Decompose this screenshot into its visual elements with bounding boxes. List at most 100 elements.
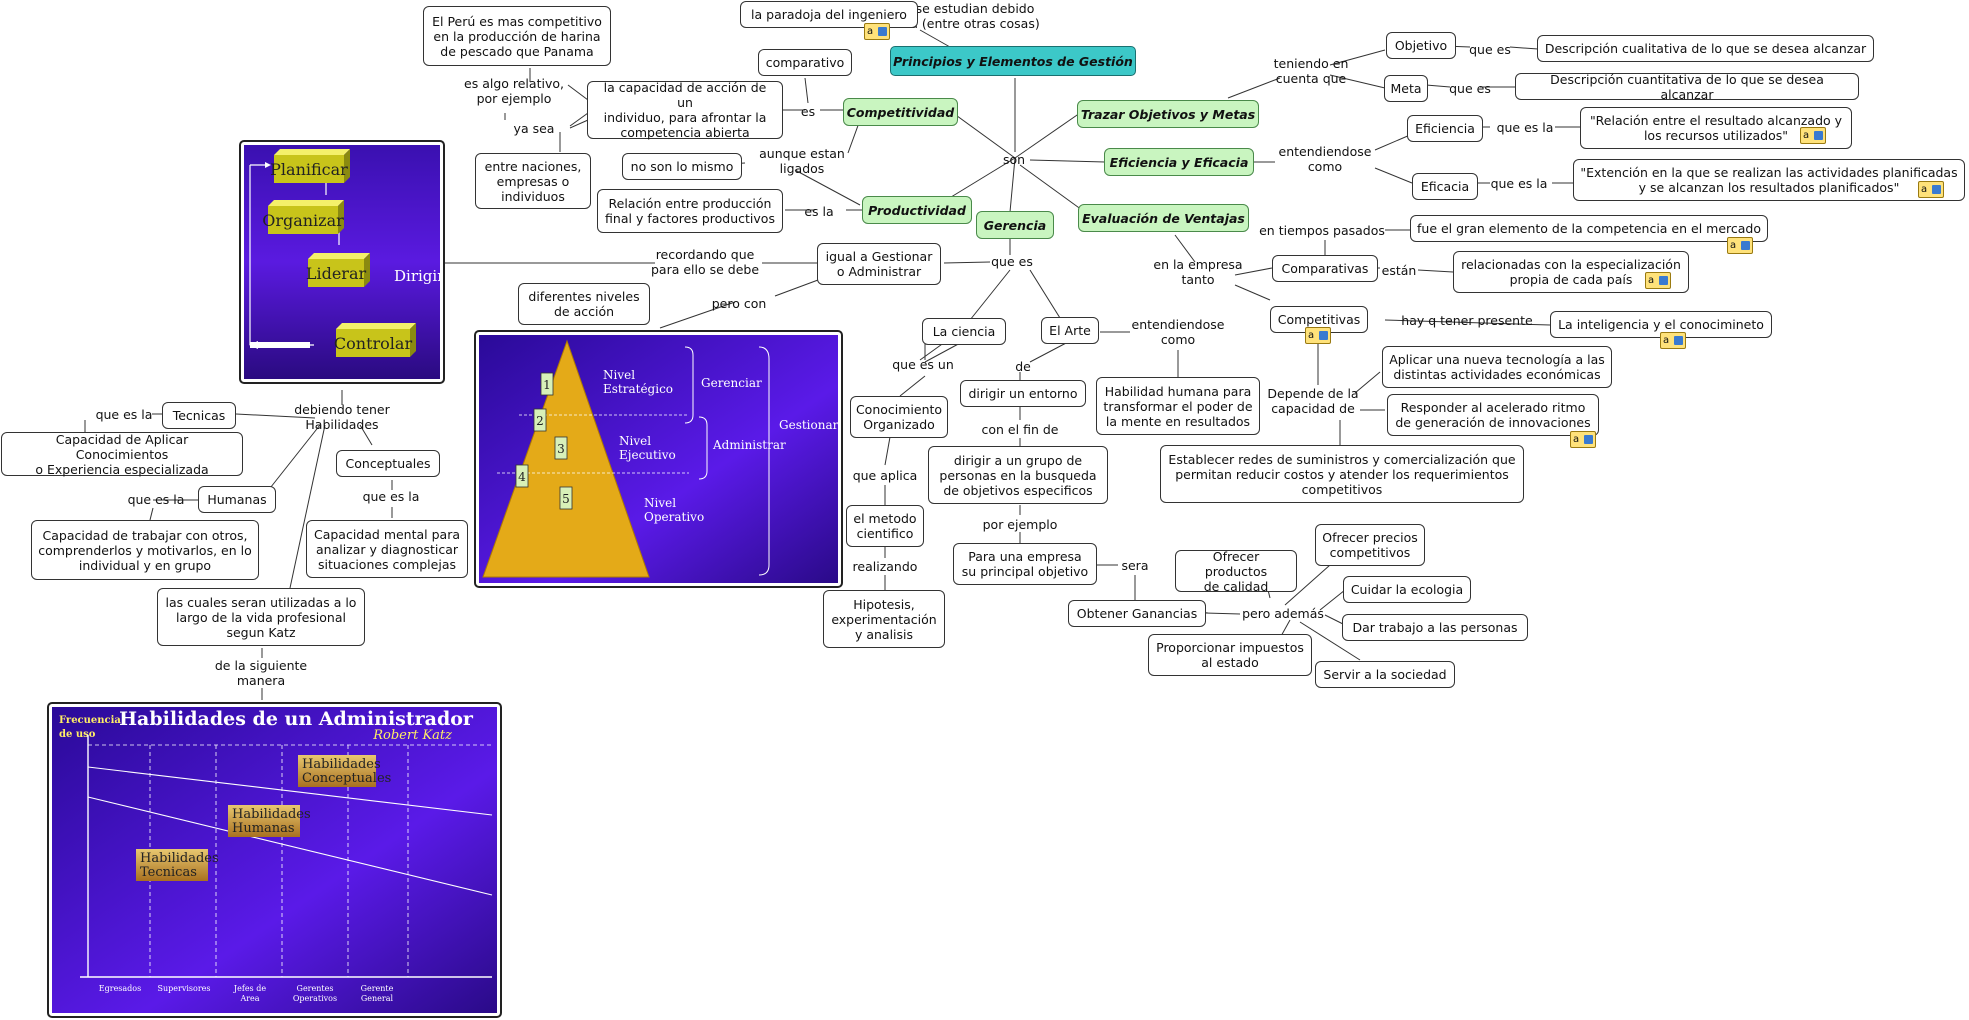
cuidar-ecologia-node[interactable]: Cuidar la ecologia xyxy=(1343,576,1471,603)
link-es: es xyxy=(800,103,816,119)
eficiencia-node[interactable]: Eficiencia xyxy=(1407,115,1483,142)
humanas-node[interactable]: Humanas xyxy=(198,486,276,513)
capacidad-aplicar-node[interactable]: Capacidad de Aplicar Conocimientos o Exp… xyxy=(1,432,243,477)
link-recordando: recordando que para ello se debe xyxy=(650,247,760,277)
meta-node[interactable]: Meta xyxy=(1384,75,1428,102)
link-pero-ademas: pero además xyxy=(1242,605,1324,621)
controlar-block xyxy=(336,323,416,357)
resource-icon[interactable]: a xyxy=(1800,127,1826,144)
bracket-gerenciar: Gerenciar xyxy=(701,376,762,390)
tecnicas-node[interactable]: Tecnicas xyxy=(162,402,236,429)
habilidades-katz-node[interactable]: las cuales seran utilizadas a lo largo d… xyxy=(157,588,365,646)
eficiencia-eficacia-node[interactable]: Eficiencia y Eficacia xyxy=(1104,148,1254,176)
capacidad-accion-node[interactable]: la capacidad de acción de un individuo, … xyxy=(587,80,783,140)
nueva-tecnologia-node[interactable]: Aplicar una nueva tecnología a las disti… xyxy=(1382,346,1612,388)
level-number-1: 1 xyxy=(543,378,551,392)
conocimiento-organizado-node[interactable]: Conocimiento Organizado xyxy=(850,396,948,438)
comparativo-node[interactable]: comparativo xyxy=(758,49,852,76)
descripcion-cualitativa-node[interactable]: Descripción cualitativa de lo que se des… xyxy=(1537,35,1874,62)
link-en-tiempos-pasados: en tiempos pasados xyxy=(1259,222,1385,238)
resource-icon[interactable]: a xyxy=(1727,237,1753,254)
no-son-lo-mismo-node[interactable]: no son lo mismo xyxy=(622,153,742,180)
dirigir-grupo-node[interactable]: dirigir a un grupo de personas en la bus… xyxy=(928,446,1108,504)
resource-icon[interactable]: a xyxy=(1570,431,1596,448)
eficacia-node[interactable]: Eficacia xyxy=(1412,173,1478,200)
link-que-es-la-eficacia: que es la xyxy=(1490,175,1548,191)
resource-icon[interactable]: a xyxy=(1305,327,1331,344)
link-es-algo-relativo: es algo relativo, por ejemplo xyxy=(464,76,564,106)
link-de: de xyxy=(1015,358,1031,374)
trazar-objetivos-node[interactable]: Trazar Objetivos y Metas xyxy=(1077,100,1259,128)
link-debiendo-tener: debiendo tener Habilidades xyxy=(294,402,390,432)
link-ya-sea: ya sea xyxy=(513,120,555,136)
competitividad-node[interactable]: Competitividad xyxy=(843,98,958,126)
relacion-produccion-node[interactable]: Relación entre producción final y factor… xyxy=(597,189,783,233)
resource-icon[interactable]: a xyxy=(1660,332,1686,349)
link-que-es-un: que es un xyxy=(892,356,954,372)
comparativas-node[interactable]: Comparativas xyxy=(1272,255,1378,282)
extension-eficacia-node[interactable]: "Extención en la que se realizan las act… xyxy=(1573,159,1965,201)
katz-subtitle: Robert Katz xyxy=(372,728,452,743)
capacidad-mental-node[interactable]: Capacidad mental para analizar y diagnos… xyxy=(306,520,468,578)
evaluacion-ventajas-node[interactable]: Evaluación de Ventajas xyxy=(1078,204,1249,232)
katz-skills-image[interactable]: Habilidades de un Administrador Robert K… xyxy=(47,702,502,1018)
link-que-es-gerencia: que es xyxy=(991,253,1033,269)
descripcion-cuantitativa-node[interactable]: Descripción cuantitativa de lo que se de… xyxy=(1515,72,1859,102)
process-cycle-graphic: Planificar Organizar Liderar Controlar D… xyxy=(244,145,440,379)
naciones-node[interactable]: entre naciones, empresas o individuos xyxy=(475,153,591,209)
precios-competitivos-node[interactable]: Ofrecer precios competitivos xyxy=(1315,524,1425,566)
conceptuales-node[interactable]: Conceptuales xyxy=(336,450,440,477)
objetivo-node[interactable]: Objetivo xyxy=(1386,32,1456,59)
management-process-image[interactable]: Planificar Organizar Liderar Controlar D… xyxy=(239,140,445,384)
dirigir-entorno-node[interactable]: dirigir un entorno xyxy=(960,380,1086,407)
arte-node[interactable]: El Arte xyxy=(1041,317,1099,344)
paradoja-node[interactable]: la paradoja del ingeniero xyxy=(740,1,918,28)
dar-trabajo-node[interactable]: Dar trabajo a las personas xyxy=(1342,614,1528,641)
igual-gestionar-node[interactable]: igual a Gestionar o Administrar xyxy=(817,243,941,285)
root-principios-gestion[interactable]: Principios y Elementos de Gestión xyxy=(890,46,1136,76)
capacidad-trabajar-node[interactable]: Capacidad de trabajar con otros, compren… xyxy=(31,520,259,580)
gerencia-node[interactable]: Gerencia xyxy=(976,211,1054,239)
link-se-estudian: se estudian debido a (entre otras cosas) xyxy=(910,1,1040,31)
organizar-block xyxy=(268,200,344,234)
katz-chart-graphic: Habilidades de un Administrador Robert K… xyxy=(52,707,497,1013)
link-son: son xyxy=(1002,151,1026,167)
proporcionar-impuestos-node[interactable]: Proporcionar impuestos al estado xyxy=(1148,634,1312,676)
link-que-es-la-humanas: que es la xyxy=(127,491,185,507)
responder-innovaciones-node[interactable]: Responder al acelerado ritmo de generaci… xyxy=(1387,394,1599,436)
servir-sociedad-node[interactable]: Servir a la sociedad xyxy=(1315,661,1455,688)
metodo-cientifico-node[interactable]: el metodo cientifico xyxy=(846,505,924,547)
link-realizando: realizando xyxy=(852,558,918,574)
link-teniendo-en-cuenta: teniendo en cuenta que xyxy=(1273,56,1349,86)
redes-suministros-node[interactable]: Establecer redes de suministros y comerc… xyxy=(1160,445,1524,503)
productos-calidad-node[interactable]: Ofrecer productos de calidad xyxy=(1175,549,1297,594)
resource-icon[interactable]: a xyxy=(1645,272,1671,289)
productividad-node[interactable]: Productividad xyxy=(862,196,972,224)
link-que-es-la-tecnicas: que es la xyxy=(95,406,153,422)
resource-icon[interactable]: a xyxy=(864,23,890,40)
obtener-ganancias-node[interactable]: Obtener Ganancias xyxy=(1068,600,1206,627)
link-en-la-empresa: en la empresa tanto xyxy=(1153,257,1243,287)
katz-title: Habilidades de un Administrador xyxy=(119,708,474,730)
link-aunque-estan-ligados: aunque estan ligados xyxy=(759,146,845,176)
gran-elemento-node[interactable]: fue el gran elemento de la competencia e… xyxy=(1410,215,1768,242)
katz-cat-egresados: Egresados xyxy=(99,984,141,993)
diferentes-niveles-node[interactable]: diferentes niveles de acción xyxy=(518,283,650,325)
peru-example-node[interactable]: El Perú es mas competitivo en la producc… xyxy=(423,6,611,66)
hipotesis-node[interactable]: Hipotesis, experimentación y analisis xyxy=(823,590,945,648)
empresa-objetivo-node[interactable]: Para una empresa su principal objetivo xyxy=(953,543,1097,585)
level-number-5: 5 xyxy=(562,492,570,506)
link-entendiendose-eficiencia: entendiendose como xyxy=(1278,144,1372,174)
resource-icon[interactable]: a xyxy=(1918,181,1944,198)
liderar-block xyxy=(308,253,370,287)
ciencia-node[interactable]: La ciencia xyxy=(922,318,1006,345)
habilidad-humana-node[interactable]: Habilidad humana para transformar el pod… xyxy=(1096,377,1260,435)
